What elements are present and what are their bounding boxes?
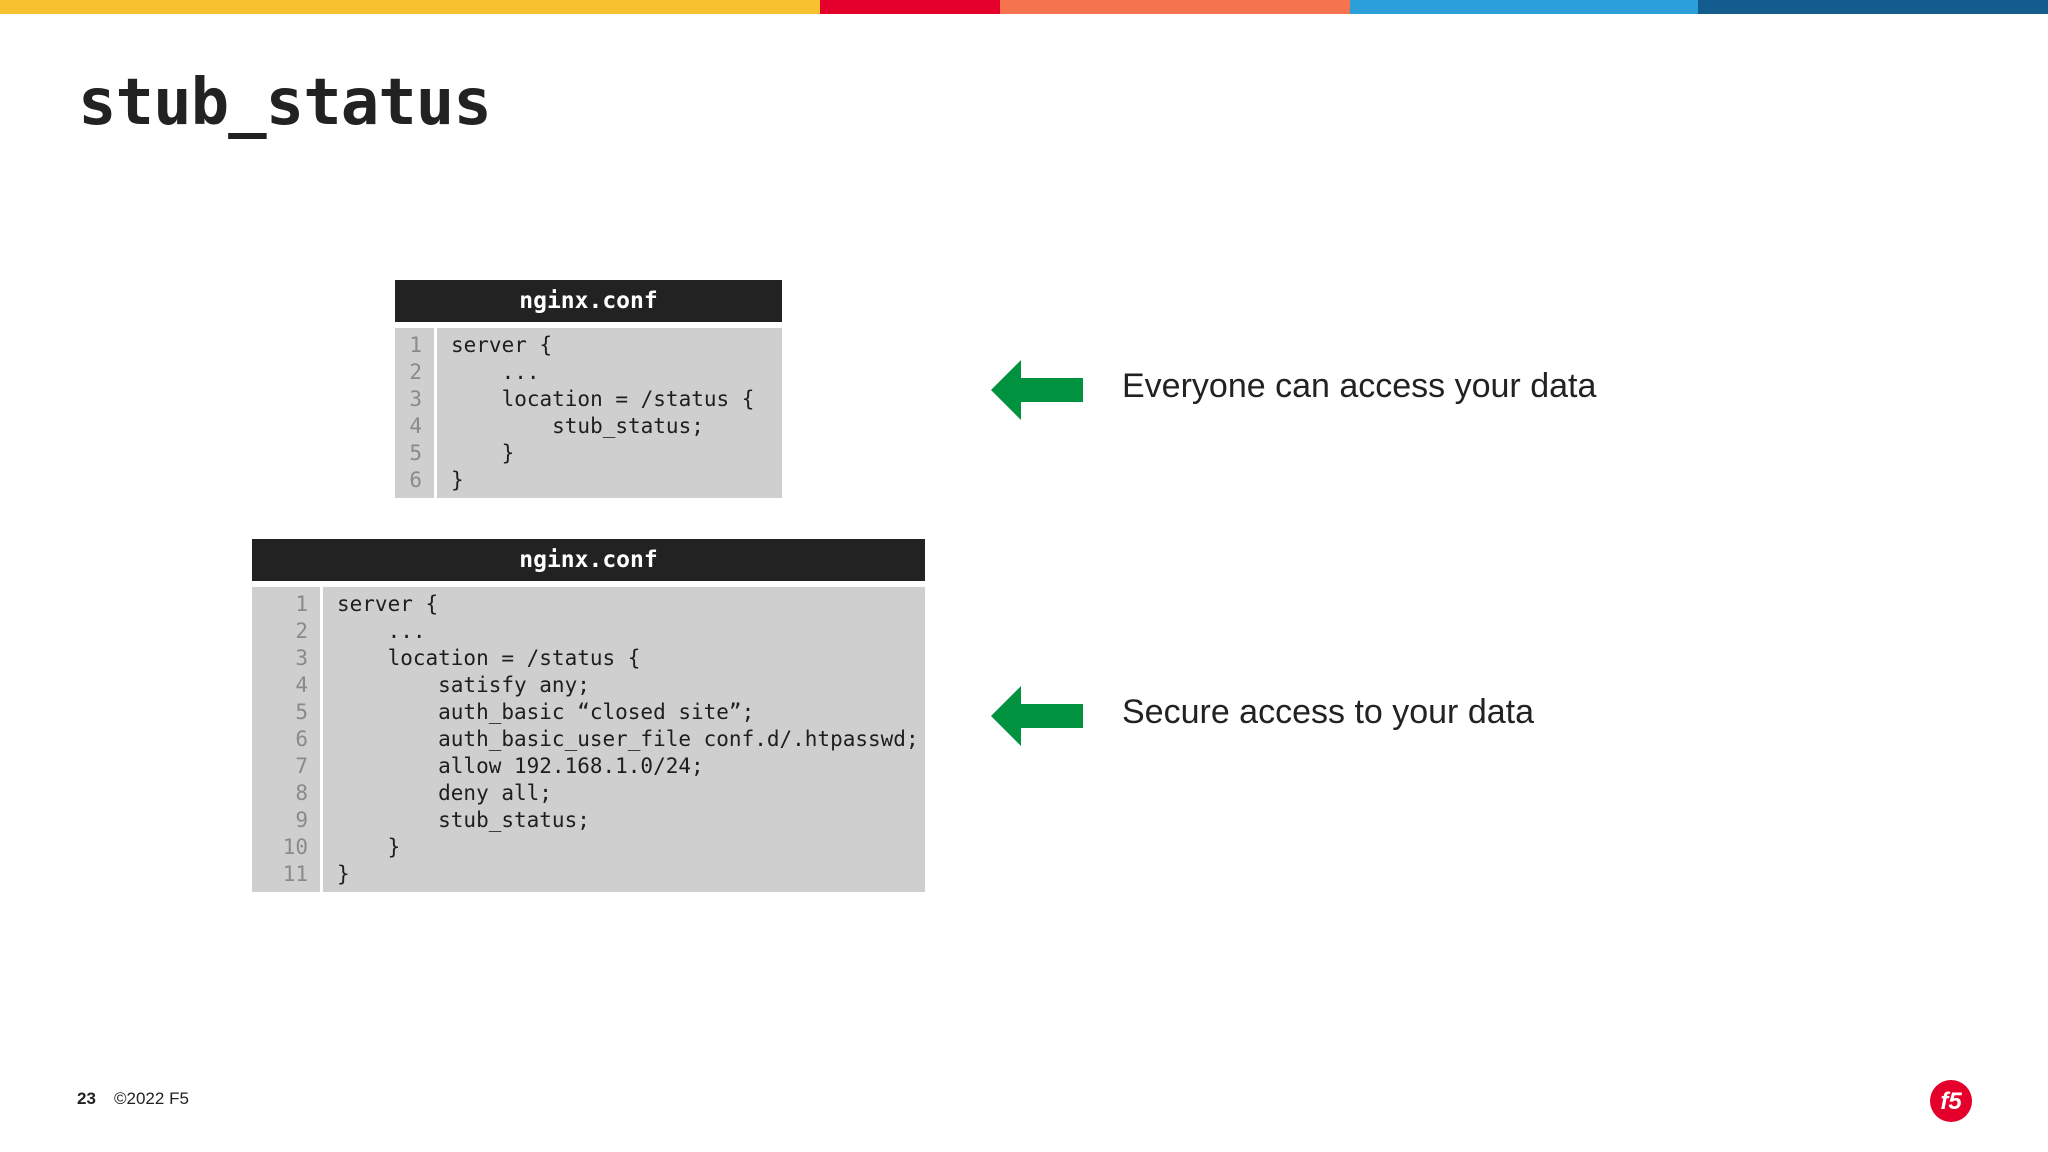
line-number: 2 bbox=[295, 619, 308, 643]
line-number: 2 bbox=[409, 360, 422, 384]
line-number: 4 bbox=[295, 673, 308, 697]
brand-bar-yellow bbox=[0, 0, 820, 14]
line-number: 5 bbox=[295, 700, 308, 724]
line-number: 1 bbox=[409, 333, 422, 357]
line-number: 10 bbox=[282, 835, 308, 859]
code-line: auth_basic “closed site”; bbox=[337, 700, 755, 724]
line-number: 3 bbox=[295, 646, 308, 670]
line-number: 4 bbox=[409, 414, 422, 438]
caption-secure-access: Secure access to your data bbox=[1122, 693, 1535, 731]
copyright: ©2022 F5 bbox=[114, 1089, 189, 1108]
line-number: 5 bbox=[409, 441, 422, 465]
line-number: 7 bbox=[295, 754, 308, 778]
code-block-header: nginx.conf bbox=[395, 280, 782, 322]
line-number: 11 bbox=[282, 862, 308, 886]
page-number: 23 bbox=[77, 1089, 96, 1108]
brand-bar-red bbox=[820, 0, 1000, 14]
slide-title: stub_status bbox=[78, 66, 492, 140]
brand-bar-blue bbox=[1350, 0, 1698, 14]
brand-bar-navy bbox=[1698, 0, 2048, 14]
line-number-gutter: 1 2 3 4 5 6 7 8 9 10 11 bbox=[252, 587, 323, 892]
line-number: 6 bbox=[295, 727, 308, 751]
line-number: 9 bbox=[295, 808, 308, 832]
line-number-gutter: 1 2 3 4 5 6 bbox=[395, 328, 437, 498]
code-line: server { bbox=[451, 333, 553, 357]
code-line: server { bbox=[337, 592, 439, 616]
code-line: stub_status; bbox=[337, 808, 590, 832]
code-block-open: nginx.conf 1 2 3 4 5 6 server { ... loca… bbox=[395, 280, 782, 498]
code-line: } bbox=[451, 441, 515, 465]
caption-open-access: Everyone can access your data bbox=[1122, 367, 1597, 405]
code-line: ... bbox=[337, 619, 426, 643]
code-block-header: nginx.conf bbox=[252, 539, 925, 581]
code-line: deny all; bbox=[337, 781, 552, 805]
code-block-body: 1 2 3 4 5 6 server { ... location = /sta… bbox=[395, 328, 782, 498]
line-number: 1 bbox=[295, 592, 308, 616]
code-block-secure: nginx.conf 1 2 3 4 5 6 7 8 9 10 11 serve… bbox=[252, 539, 925, 892]
code-line: allow 192.168.1.0/24; bbox=[337, 754, 704, 778]
code-block-body: 1 2 3 4 5 6 7 8 9 10 11 server { ... loc… bbox=[252, 587, 925, 892]
left-arrow-icon bbox=[991, 360, 1083, 420]
code-lines: server { ... location = /status { satisf… bbox=[323, 587, 919, 892]
code-line: ... bbox=[451, 360, 540, 384]
code-lines: server { ... location = /status { stub_s… bbox=[437, 328, 754, 498]
code-line: auth_basic_user_file conf.d/.htpasswd; bbox=[337, 727, 919, 751]
line-number: 6 bbox=[409, 468, 422, 492]
code-line: stub_status; bbox=[451, 414, 704, 438]
code-line: location = /status { bbox=[451, 387, 755, 411]
f5-logo-icon: f5 bbox=[1930, 1080, 1972, 1122]
code-line: location = /status { bbox=[337, 646, 641, 670]
line-number: 3 bbox=[409, 387, 422, 411]
brand-bar-orange bbox=[1000, 0, 1350, 14]
logo-text: f5 bbox=[1940, 1088, 1962, 1115]
code-line: } bbox=[337, 835, 401, 859]
code-line: } bbox=[337, 862, 350, 886]
left-arrow-icon bbox=[991, 686, 1083, 746]
line-number: 8 bbox=[295, 781, 308, 805]
brand-color-bar bbox=[0, 0, 2048, 14]
code-line: } bbox=[451, 468, 464, 492]
code-line: satisfy any; bbox=[337, 673, 590, 697]
